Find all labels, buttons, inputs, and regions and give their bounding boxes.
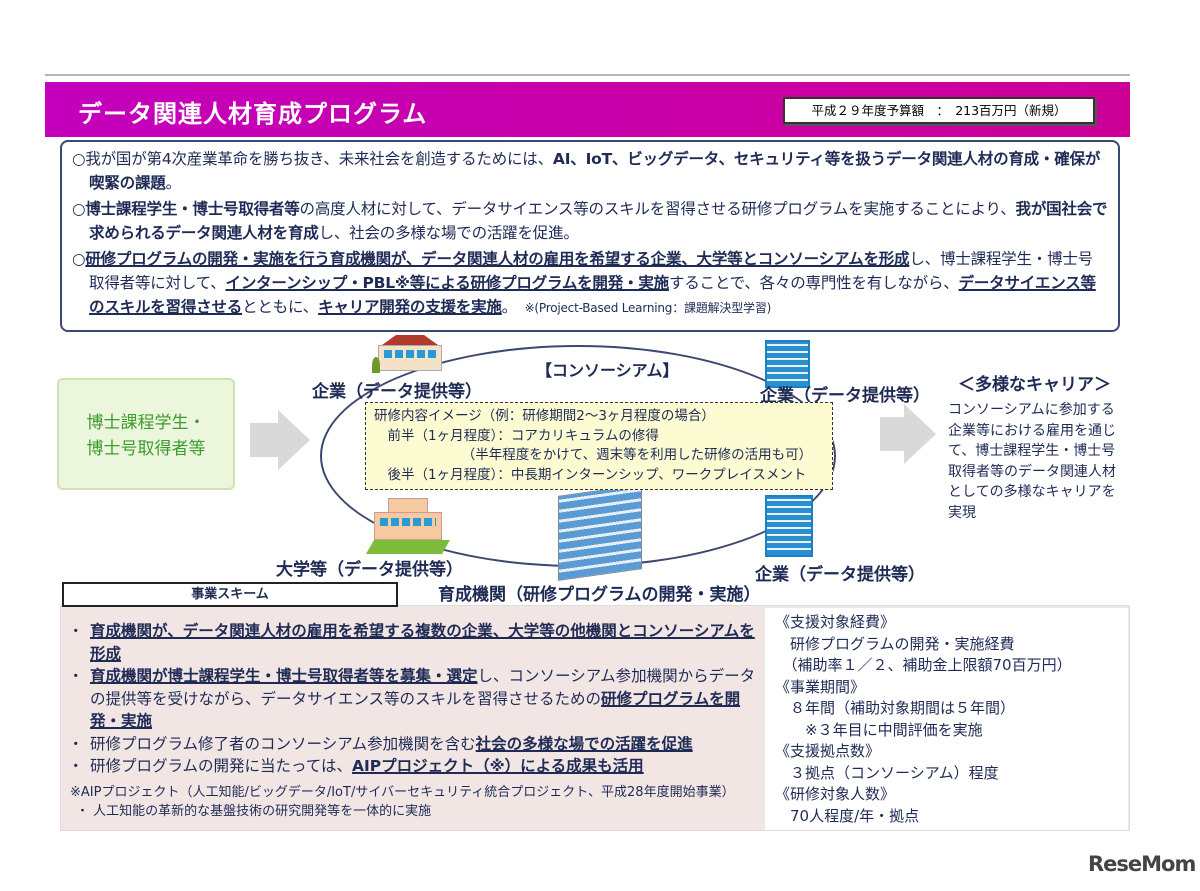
student-label: 博士号取得者等 (86, 439, 206, 459)
text-segment: ※(Project-Based Learning：課題解決型学習) (524, 301, 772, 315)
emphasis-text: 育成機関が博士課程学生・博士号取得者等を募集・選定 (90, 667, 478, 685)
text-segment: 研修プログラム修了者のコンソーシアム参加機関を含む (90, 734, 476, 753)
aip-note-sub: ・ 人工知能の革新的な基盤技術の研究開発等を一体的に実施 (76, 804, 432, 819)
student-label: 博士課程学生・ (86, 413, 206, 433)
text-segment: し、コンソーシアム参加機関からデータの提供等を受けながら、データサイエンス等のス… (90, 667, 756, 708)
details-line: （補助率１／２、補助金上限額70百万円） (775, 656, 1072, 674)
scheme-item: 育成機関が博士課程学生・博士号取得者等を募集・選定し、コンソーシアム参加機関から… (68, 665, 768, 733)
consortium-label: 【コンソーシアム】 (536, 361, 679, 380)
content-line: （半年程度をかけて、週末等を利用した研修の活用も可） (374, 447, 813, 463)
divider (45, 74, 1130, 76)
emphasis-text: 研修プログラムを開発・実施 (90, 689, 741, 731)
text-segment: ○ (72, 250, 86, 268)
institution-building-icon (558, 484, 642, 581)
emphasis-text: インターンシップ・PBL※等による研修プログラムを開発・実施 (225, 274, 670, 292)
content-line: 後半（1ヶ月程度）：中長期インターンシップ、ワークプレイスメント (374, 466, 807, 483)
emphasis-text: 社会の多様な場での活躍を促進 (475, 734, 693, 753)
text-segment: 。 (501, 298, 525, 316)
company-building-icon (765, 495, 813, 557)
page-title: データ関連人材育成プログラム (78, 100, 428, 128)
aip-note-text: ※AIPプロジェクト（人工知能/ビッグデータ/IoT/サイバーセキュリティ統合プ… (70, 785, 735, 800)
career-text: コンソーシアムに参加する企業等における雇用を通じて、博士課程学生・博士号取得者等… (948, 402, 1116, 521)
content-line: 前半（1ヶ月程度）：コアカリキュラムの修得 (374, 427, 659, 444)
details-line: 《事業期間》 (775, 677, 866, 696)
emphasis-text: 博士課程学生・博士号取得者等 (85, 200, 300, 218)
intro-paragraph: ○研修プログラムの開発・実施を行う育成機関が、データ関連人材の雇用を希望する企業… (72, 247, 1108, 320)
details-line: 《支援対象経費》 (775, 613, 896, 631)
budget-badge: 平成２９年度予算額 ： 213百万円（新規） (783, 97, 1095, 124)
company-building-icon (370, 335, 450, 373)
company-label: 企業（データ提供等） (312, 382, 482, 402)
emphasis-text: データサイエンス等のスキルを習得させる (89, 274, 1096, 316)
text-segment: ○ (72, 200, 86, 218)
text-segment: の高度人材に対して、データサイエンス等のスキルを習得させる研修プログラムを実施す… (299, 200, 1016, 218)
university-label: 大学等（データ提供等） (276, 560, 463, 580)
emphasis-text: 我が国社会で求められるデータ関連人材を育成 (89, 200, 1108, 242)
training-content-box: 研修内容イメージ（例：研修期間2～3ヶ月程度の場合） 前半（1ヶ月程度）：コアカ… (365, 402, 833, 490)
text-segment: し、博士課程学生・博士号取得者等に対して、 (89, 250, 1093, 292)
institution-label: 育成機関（研修プログラムの開発・実施） (438, 585, 761, 605)
student-box: 博士課程学生・ 博士号取得者等 (57, 378, 235, 490)
company-building-icon (765, 340, 810, 388)
details-line: 研修プログラムの開発・実施経費 (775, 634, 1015, 653)
intro-paragraph: ○我が国が第4次産業革命を勝ち抜き、未来社会を創造するためには、AI、IoT、ビ… (72, 147, 1108, 195)
arrow-right-icon (880, 404, 936, 464)
text-segment: 研修プログラムの開発に当たっては、 (90, 757, 352, 775)
emphasis-text: 育成機関が、データ関連人材の雇用を希望する複数の企業、大学等の他機関とコンソーシ… (90, 622, 755, 663)
intro-paragraph: ○博士課程学生・博士号取得者等の高度人材に対して、データサイエンス等のスキルを習… (72, 197, 1108, 245)
details-line: 《研修対象人数》 (775, 785, 896, 803)
text-segment: することで、各々の専門性を有しながら、 (668, 274, 959, 292)
details-line: 《支援拠点数》 (775, 742, 881, 760)
aip-note: ※AIPプロジェクト（人工知能/ビッグデータ/IoT/サイバーセキュリティ統合プ… (70, 783, 735, 821)
company-label: 企業（データ提供等） (760, 386, 930, 406)
details-line: ※３年目に中間評価を実施 (775, 720, 983, 739)
text-segment: ○我が国が第4次産業革命を勝ち抜き、未来社会を創造するためには、 (72, 150, 553, 168)
university-building-icon (365, 498, 451, 554)
emphasis-text: AIPプロジェクト（※）による成果も活用 (351, 757, 644, 775)
emphasis-text: 研修プログラムの開発・実施を行う育成機関が、データ関連人材の雇用を希望する企業、… (85, 250, 910, 268)
text-segment: とともに、 (242, 298, 319, 316)
scheme-item: 研修プログラム修了者のコンソーシアム参加機関を含む社会の多様な場での活躍を促進 (68, 733, 768, 756)
content-line: 研修内容イメージ（例：研修期間2～3ヶ月程度の場合） (374, 408, 715, 424)
scheme-list: 育成機関が、データ関連人材の雇用を希望する複数の企業、大学等の他機関とコンソーシ… (68, 620, 768, 778)
scheme-item: 育成機関が、データ関連人材の雇用を希望する複数の企業、大学等の他機関とコンソーシ… (68, 620, 768, 665)
emphasis-text: キャリア開発の支援を実施 (318, 298, 502, 316)
text-segment: し、社会の多様な場での活躍を促進。 (318, 224, 579, 242)
scheme-heading: 事業スキーム (62, 582, 398, 607)
company-label: 企業（データ提供等） (755, 565, 925, 585)
scheme-item: 研修プログラムの開発に当たっては、AIPプロジェクト（※）による成果も活用 (68, 755, 768, 778)
details-panel: 《支援対象経費》 研修プログラムの開発・実施経費 （補助率１／２、補助金上限額7… (765, 608, 1128, 830)
emphasis-text: AI、IoT、ビッグデータ、セキュリティ等を扱うデータ関連人材の育成・確保が喫緊… (89, 150, 1101, 192)
career-heading: ＜多様なキャリア＞ (958, 375, 1111, 395)
resemom-logo: ReseMom (1088, 852, 1196, 876)
details-line: 70人程度/年・拠点 (775, 806, 920, 825)
arrow-right-icon (250, 410, 310, 470)
details-line: ８年間（補助対象期間は５年間） (775, 699, 1016, 717)
text-segment: 。 (165, 174, 182, 192)
details-line: ３拠点（コンソーシアム）程度 (775, 763, 999, 782)
intro-box: ○我が国が第4次産業革命を勝ち抜き、未来社会を創造するためには、AI、IoT、ビ… (60, 140, 1120, 332)
